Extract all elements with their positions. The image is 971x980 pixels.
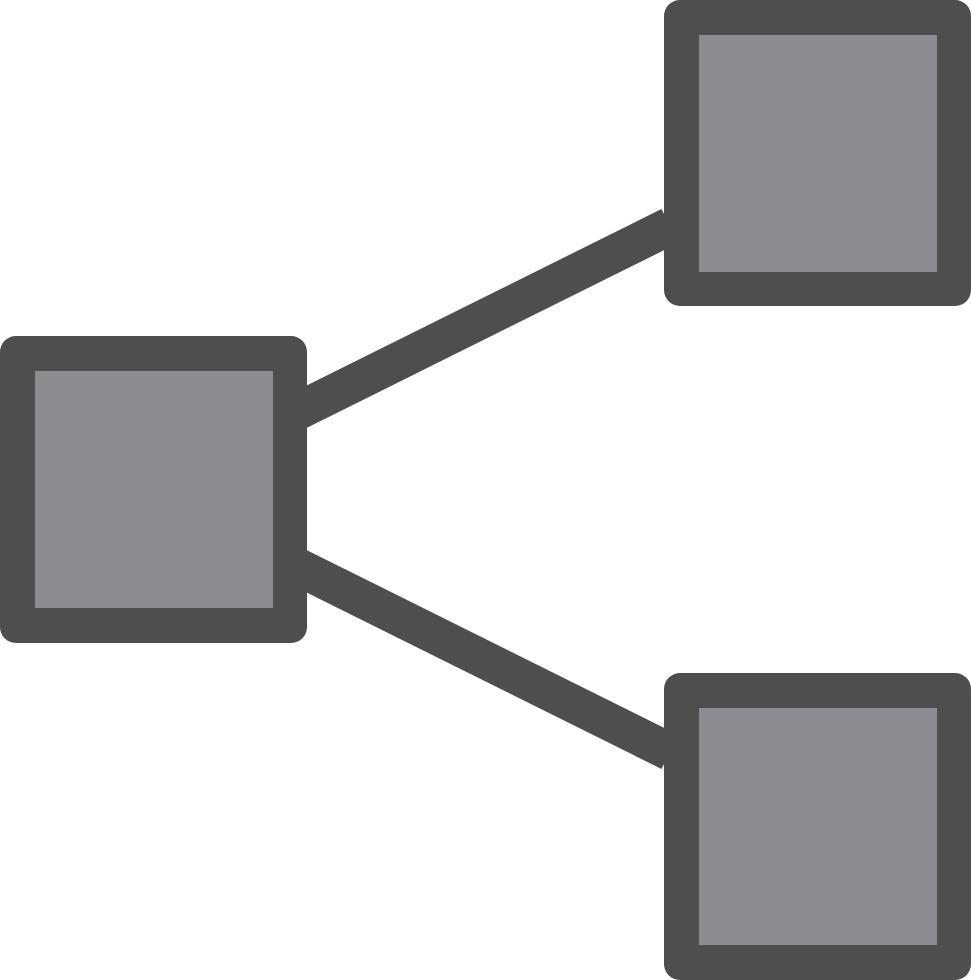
- connector-bottom: [287, 548, 679, 770]
- target-node-top: [664, 0, 971, 306]
- target-node-bottom: [664, 673, 971, 980]
- connector-top: [287, 208, 679, 430]
- source-node: [0, 336, 307, 643]
